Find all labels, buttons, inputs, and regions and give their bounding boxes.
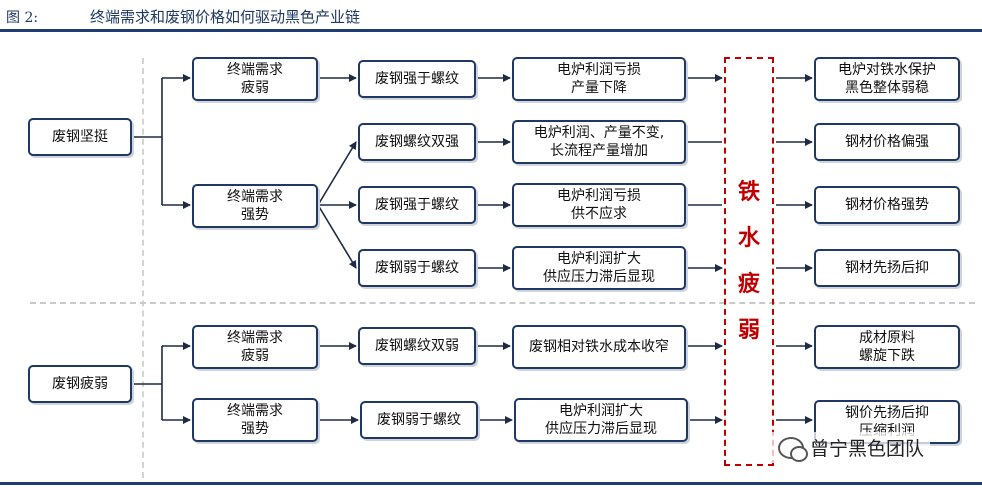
eaf-box: 电炉利润、产量不变, 长流程产量增加: [512, 120, 686, 164]
root-scrap-strong: 废钢坚挺: [28, 118, 132, 156]
eaf-label: 电炉利润、产量不变, 长流程产量增加: [533, 125, 665, 159]
scrap-rebar-box: 废钢强于螺纹: [358, 60, 476, 98]
center-char: 水: [737, 225, 760, 251]
eaf-label: 电炉利润亏损 供不应求: [557, 188, 641, 222]
center-char: 弱: [737, 317, 760, 343]
demand-label: 终端需求 疲弱: [227, 62, 283, 96]
demand-label: 终端需求 强势: [227, 403, 283, 437]
watermark: 曾宁黑色团队: [772, 432, 931, 463]
figure-title: 终端需求和废钢价格如何驱动黑色产业链: [90, 8, 361, 26]
result-label: 电炉对铁水保护 黑色整体弱稳: [838, 62, 936, 96]
figure-label: 图 2:: [6, 10, 39, 26]
scrap-rebar-box: 废钢弱于螺纹: [358, 249, 476, 287]
center-char: 铁: [737, 179, 760, 205]
scrap-rebar-box: 废钢强于螺纹: [358, 186, 476, 224]
scrap-rebar-box: 废钢弱于螺纹: [360, 401, 478, 439]
root-scrap-strong-label: 废钢坚挺: [52, 129, 108, 145]
root-scrap-weak: 废钢疲弱: [28, 365, 132, 403]
demand-strong-box: 终端需求 强势: [192, 184, 318, 228]
molten-iron-weak-box: 铁 水 疲 弱: [724, 57, 774, 466]
eaf-box: 废钢相对铁水成本收窄: [512, 325, 686, 369]
result-label: 成材原料 螺旋下跌: [859, 330, 915, 364]
eaf-label: 电炉利润亏损 产量下降: [557, 62, 641, 96]
eaf-box: 电炉利润亏损 产量下降: [512, 57, 686, 101]
demand-label: 终端需求 强势: [227, 189, 283, 223]
demand-label: 终端需求 疲弱: [227, 330, 283, 364]
wechat-icon: [778, 436, 808, 462]
watermark-text: 曾宁黑色团队: [810, 438, 925, 460]
root-scrap-weak-label: 废钢疲弱: [52, 376, 108, 392]
eaf-box: 电炉利润扩大 供应压力滞后显现: [514, 398, 688, 442]
eaf-box: 电炉利润扩大 供应压力滞后显现: [512, 246, 686, 290]
eaf-label: 废钢相对铁水成本收窄: [529, 339, 669, 355]
eaf-label: 电炉利润扩大 供应压力滞后显现: [545, 403, 657, 437]
top-rule: [0, 29, 982, 32]
scrap-rebar-label: 废钢强于螺纹: [375, 71, 459, 87]
result-box: 钢材先扬后抑: [814, 249, 960, 287]
scrap-rebar-label: 废钢弱于螺纹: [375, 260, 459, 276]
result-box: 成材原料 螺旋下跌: [814, 325, 960, 369]
eaf-box: 电炉利润亏损 供不应求: [512, 183, 686, 227]
bottom-rule: [0, 482, 982, 485]
scrap-rebar-box: 废钢螺纹双弱: [358, 327, 476, 365]
eaf-label: 电炉利润扩大 供应压力滞后显现: [543, 251, 655, 285]
demand-weak-box: 终端需求 疲弱: [192, 57, 318, 101]
center-char: 疲: [737, 271, 760, 297]
result-label: 钢材价格偏强: [845, 134, 929, 150]
scrap-rebar-label: 废钢螺纹双弱: [375, 338, 459, 354]
result-label: 钢材价格强势: [845, 197, 929, 213]
demand-weak-box: 终端需求 疲弱: [192, 325, 318, 369]
demand-strong-box: 终端需求 强势: [192, 398, 318, 442]
horizontal-divider: [30, 302, 975, 304]
result-label: 钢材先扬后抑: [845, 260, 929, 276]
vertical-divider: [142, 58, 144, 478]
result-box: 钢材价格偏强: [814, 123, 960, 161]
scrap-rebar-label: 废钢弱于螺纹: [377, 412, 461, 428]
result-box: 钢材价格强势: [814, 186, 960, 224]
scrap-rebar-label: 废钢强于螺纹: [375, 197, 459, 213]
scrap-rebar-label: 废钢螺纹双强: [375, 134, 459, 150]
scrap-rebar-box: 废钢螺纹双强: [358, 123, 476, 161]
result-box: 电炉对铁水保护 黑色整体弱稳: [814, 57, 960, 101]
figure-header: 图 2: 终端需求和废钢价格如何驱动黑色产业链: [0, 0, 982, 30]
